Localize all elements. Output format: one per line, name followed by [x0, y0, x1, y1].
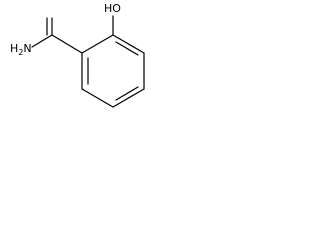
ring-inner-double-c4-c5: [115, 86, 139, 101]
ring-bond-c2-c3: [112, 34, 145, 54]
hydroxyl-label: HO: [104, 2, 121, 15]
bond-carbonyl-n: [31, 34, 53, 48]
ring-inner-double-c2-c3: [115, 41, 139, 56]
amine-n: N: [23, 42, 31, 55]
structure-canvas: HO H2N: [0, 0, 166, 123]
amine-subscript: 2: [18, 48, 23, 57]
amine-h: H: [10, 42, 18, 55]
molecule-diagram: HO H2N: [10, 2, 145, 108]
ring-bond-c1-c2: [81, 34, 114, 54]
ring-bond-c5-c6: [81, 88, 114, 108]
amine-label: H2N: [10, 42, 32, 57]
ring-bond-c4-c5: [112, 88, 145, 108]
bond-c1-carbonyl: [51, 34, 83, 54]
